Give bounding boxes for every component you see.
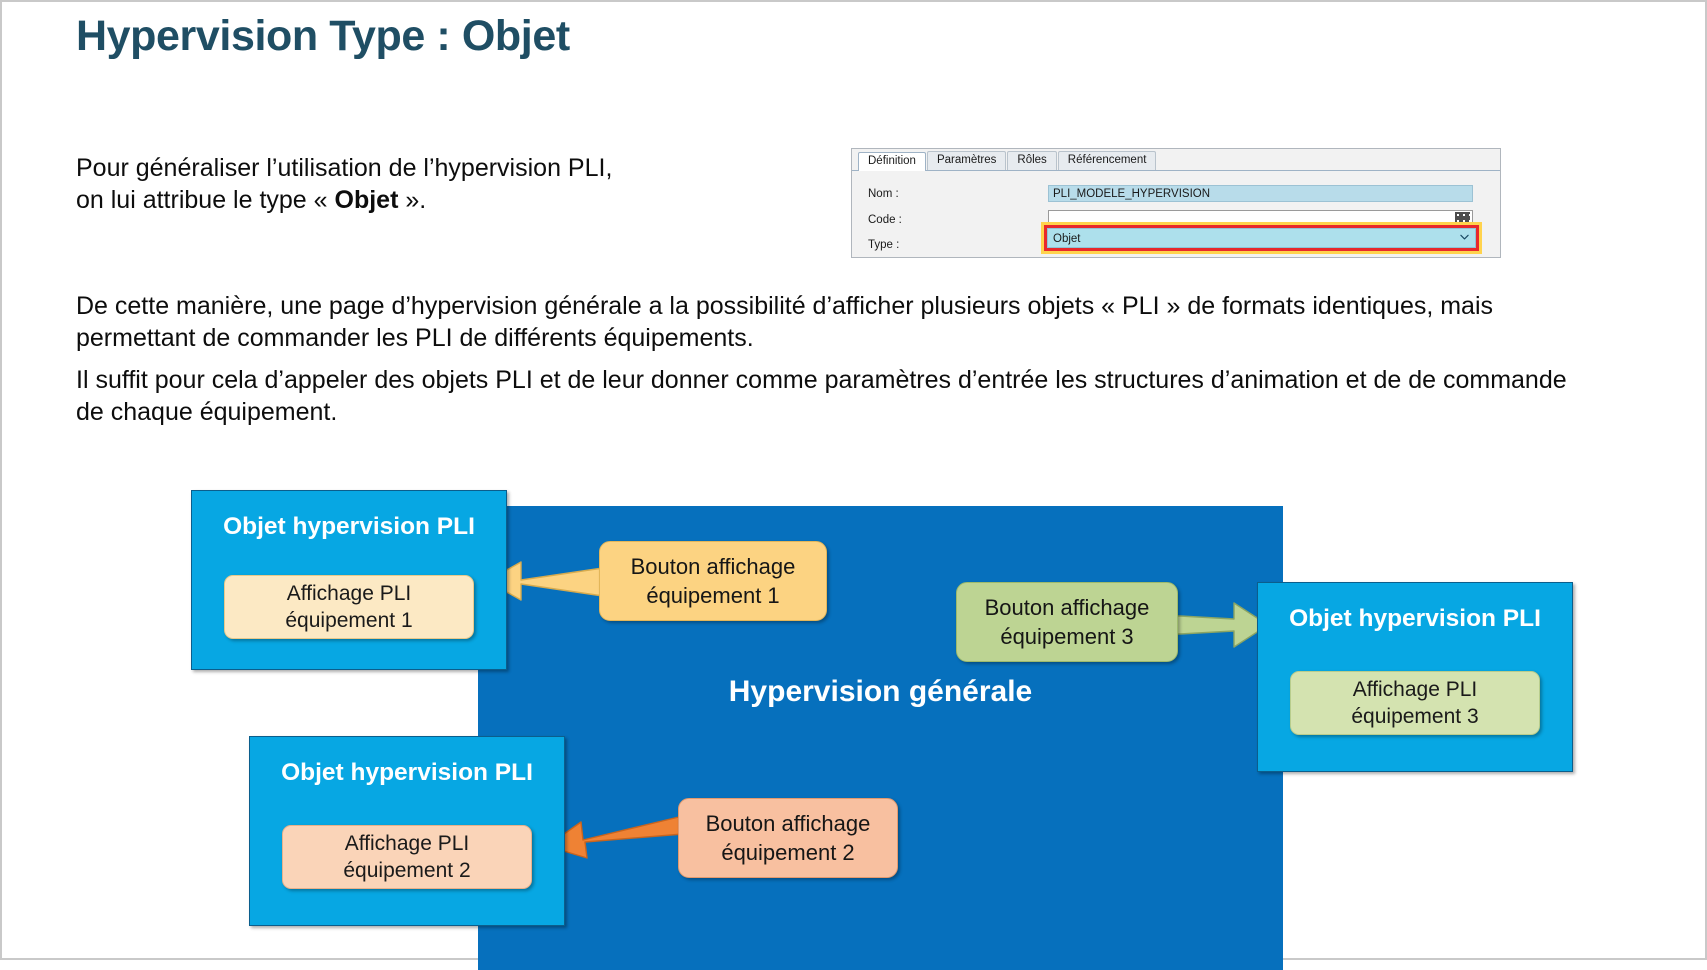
- inset-field-type-dropdown[interactable]: Objet: [1047, 228, 1476, 248]
- display-chip-1-line-1: Affichage PLI: [286, 582, 412, 605]
- display-chip-2-text: Affichage PLI équipement 2: [343, 830, 470, 884]
- intro-line-2-prefix: on lui attribue le type «: [76, 186, 335, 214]
- chevron-down-icon[interactable]: [1460, 233, 1469, 242]
- display-chip-1-line-2: équipement 1: [285, 609, 413, 632]
- object-box-equipement-2: Objet hypervision PLI Affichage PLI équi…: [249, 736, 565, 926]
- architecture-diagram: Objet hypervision PLI Affichage PLI équi…: [0, 430, 1707, 970]
- display-chip-3-text: Affichage PLI équipement 3: [1351, 676, 1478, 730]
- page-title: Hypervision Type : Objet: [76, 12, 570, 60]
- inset-tab-definition[interactable]: Définition: [858, 152, 926, 171]
- object-box-1-title: Objet hypervision PLI: [223, 513, 475, 540]
- display-chip-equipement-1: Affichage PLI équipement 1: [224, 575, 474, 639]
- paragraph-3: Il suffit pour cela d’appeler des objets…: [76, 366, 1567, 426]
- object-box-equipement-3: Objet hypervision PLI Affichage PLI équi…: [1257, 582, 1573, 772]
- object-box-3-title: Objet hypervision PLI: [1289, 605, 1541, 632]
- inset-field-nom[interactable]: PLI_MODELE_HYPERVISION: [1048, 185, 1473, 202]
- button-chip-1-line-2: équipement 1: [646, 583, 780, 608]
- button-chip-equipement-2[interactable]: Bouton affichage équipement 2: [678, 798, 898, 878]
- object-box-equipement-1: Objet hypervision PLI Affichage PLI équi…: [191, 490, 507, 670]
- button-chip-2-line-1: Bouton affichage: [705, 811, 871, 836]
- inset-label-code: Code :: [868, 213, 902, 226]
- arrow-button2-to-box2: [546, 815, 684, 859]
- display-chip-2-line-1: Affichage PLI: [344, 832, 470, 855]
- intro-line-2-suffix: ».: [398, 186, 427, 214]
- button-chip-3-line-2: équipement 3: [1000, 624, 1134, 649]
- button-chip-equipement-3[interactable]: Bouton affichage équipement 3: [956, 582, 1178, 662]
- inset-label-nom: Nom :: [868, 187, 899, 200]
- button-chip-3-line-1: Bouton affichage: [984, 595, 1150, 620]
- inset-tab-parametres[interactable]: Paramètres: [926, 151, 1007, 170]
- display-chip-equipement-2: Affichage PLI équipement 2: [282, 825, 532, 889]
- inset-row-nom: Nom : PLI_MODELE_HYPERVISION: [852, 180, 1500, 207]
- general-hypervision-label: Hypervision générale: [728, 675, 1033, 708]
- inset-tab-roles[interactable]: Rôles: [1007, 151, 1057, 170]
- display-chip-1-text: Affichage PLI équipement 1: [285, 580, 412, 634]
- button-chip-equipement-1[interactable]: Bouton affichage équipement 1: [599, 541, 827, 621]
- display-chip-3-line-1: Affichage PLI: [1352, 678, 1478, 701]
- inset-row-type: Type :: [852, 231, 1500, 258]
- button-chip-2-line-2: équipement 2: [721, 840, 855, 865]
- intro-line-2-bold: Objet: [334, 186, 399, 214]
- inset-tabbar: Définition Paramètres Rôles Référencemen…: [852, 149, 1500, 171]
- button-chip-1-text: Bouton affichage équipement 1: [631, 552, 796, 610]
- button-chip-2-text: Bouton affichage équipement 2: [706, 809, 871, 867]
- button-chip-1-line-1: Bouton affichage: [630, 554, 796, 579]
- intro-paragraph: Pour généraliser l’utilisation de l’hype…: [76, 152, 716, 216]
- object-box-2-title: Objet hypervision PLI: [281, 759, 533, 786]
- screenshot-inset: Définition Paramètres Rôles Référencemen…: [851, 148, 1501, 258]
- qr-code-icon[interactable]: [1455, 212, 1470, 227]
- paragraph-2: De cette manière, une page d’hypervision…: [76, 292, 1494, 352]
- button-chip-3-text: Bouton affichage équipement 3: [985, 593, 1150, 651]
- intro-line-1: Pour généraliser l’utilisation de l’hype…: [76, 154, 613, 182]
- display-chip-equipement-3: Affichage PLI équipement 3: [1290, 671, 1540, 735]
- display-chip-3-line-2: équipement 3: [1351, 705, 1479, 728]
- display-chip-2-line-2: équipement 2: [343, 859, 471, 882]
- inset-tab-referencement[interactable]: Référencement: [1057, 151, 1157, 170]
- inset-label-type: Type :: [868, 238, 900, 251]
- type-field-highlight: Objet: [1044, 225, 1479, 251]
